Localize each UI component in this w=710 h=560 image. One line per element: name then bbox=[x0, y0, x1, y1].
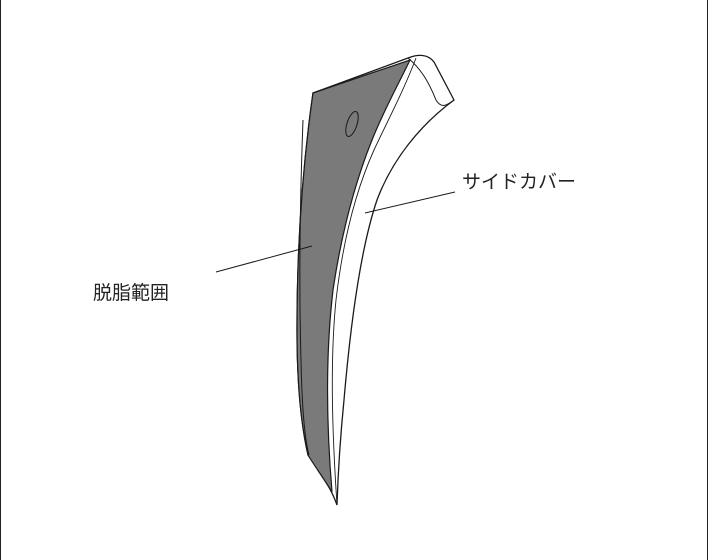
leader-line-sidecover bbox=[364, 191, 456, 214]
cover-inner-line bbox=[331, 57, 417, 506]
shaded-inner-edge-line bbox=[299, 119, 310, 456]
leader-line-degrease bbox=[215, 245, 313, 273]
cover-top-rim bbox=[407, 57, 455, 106]
side-cover-label: サイドカバー bbox=[462, 171, 577, 193]
mounting-hole bbox=[345, 111, 359, 137]
degrease-area-label: 脱脂範囲 bbox=[93, 282, 170, 304]
degrease-shaded-region bbox=[296, 58, 412, 493]
